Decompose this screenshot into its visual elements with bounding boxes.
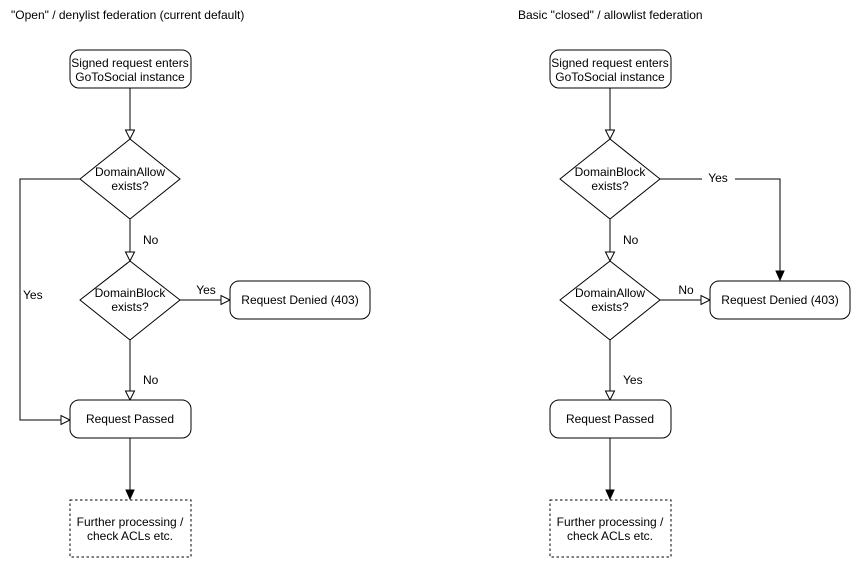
right-start-node: Signed request enters GoToSocial instanc… <box>549 49 672 89</box>
right-denied-box <box>709 280 851 320</box>
right-further-box <box>549 499 672 558</box>
left-denied-box <box>229 280 371 320</box>
right-edge-label-decision1-no: No <box>623 233 639 247</box>
right-arrowhead-open-into-passed <box>604 390 616 402</box>
right-decision1-label-line2: exists? <box>591 179 629 193</box>
right-edge-label-decision1-yes-background <box>702 172 735 185</box>
left-start-label-line1: Signed request enters <box>71 56 188 70</box>
right-decision1-label-line1: DomainBlock <box>575 165 647 179</box>
left-further-label-line2: check ACLs etc. <box>87 529 173 543</box>
left-edge-label-decision1-no: No <box>143 233 159 247</box>
left-flowchart: "Open" / denylist federation (current de… <box>11 8 371 558</box>
right-decision1-node: DomainBlock exists? <box>559 138 661 220</box>
left-passed-box <box>69 399 192 439</box>
right-decision2-node: DomainAllow exists? <box>559 260 661 341</box>
left-start-label-line2: GoToSocial instance <box>75 70 185 84</box>
right-arrowhead-open-into-decision2 <box>604 251 616 263</box>
right-arrowhead-filled-into-denied-top <box>775 270 785 282</box>
left-decision1-label-line2: exists? <box>111 179 149 193</box>
right-passed-node: Request Passed <box>549 399 672 439</box>
right-flowchart: Basic "closed" / allowlist federation No… <box>518 8 851 558</box>
right-arrowhead-filled-into-further <box>605 489 615 501</box>
left-edge-decision1-yes-branch <box>19 178 80 421</box>
right-arrowhead-open-into-denied <box>700 294 712 306</box>
right-passed-label: Request Passed <box>566 412 654 426</box>
left-edge-label-decision2-yes: Yes <box>196 283 216 297</box>
right-further-label-line1: Further processing / <box>557 515 664 529</box>
left-start-box <box>69 49 192 89</box>
right-edge-label-decision2-no: No <box>678 283 694 297</box>
right-denied-node: Request Denied (403) <box>709 280 851 320</box>
left-further-node: Further processing / check ACLs etc. <box>69 499 192 558</box>
right-further-node: Further processing / check ACLs etc. <box>549 499 672 558</box>
right-denied-label: Request Denied (403) <box>721 293 838 307</box>
right-start-box <box>549 49 672 89</box>
left-decision2-node: DomainBlock exists? <box>79 260 181 341</box>
right-start-label-line2: GoToSocial instance <box>555 70 665 84</box>
left-decision1-node: DomainAllow exists? <box>79 138 181 220</box>
right-decision2-label-line1: DomainAllow <box>575 286 645 300</box>
left-further-box <box>69 499 192 558</box>
left-start-node: Signed request enters GoToSocial instanc… <box>69 49 192 89</box>
left-arrowhead-open-into-denied <box>220 294 232 306</box>
left-arrowhead-open-into-passed-side <box>60 414 72 426</box>
right-edge-label-decision2-yes: Yes <box>623 373 643 387</box>
right-chart-title: Basic "closed" / allowlist federation <box>518 8 703 22</box>
left-arrowhead-open-into-decision1 <box>124 129 136 141</box>
right-decision2-diamond <box>559 260 661 341</box>
left-chart-title: "Open" / denylist federation (current de… <box>11 8 244 22</box>
right-arrowhead-open-into-decision1 <box>604 129 616 141</box>
left-decision2-label-line1: DomainBlock <box>95 286 167 300</box>
left-decision2-diamond <box>79 260 181 341</box>
left-passed-node: Request Passed <box>69 399 192 439</box>
left-denied-node: Request Denied (403) <box>229 280 371 320</box>
left-decision1-diamond <box>79 138 181 220</box>
right-edge-label-decision1-yes: Yes <box>708 171 728 185</box>
left-further-label-line1: Further processing / <box>77 515 184 529</box>
right-passed-box <box>549 399 672 439</box>
left-passed-label: Request Passed <box>86 412 174 426</box>
left-arrowhead-open-into-passed <box>124 390 136 402</box>
right-edge-decision1-yes-branch <box>660 178 781 271</box>
left-edge-label-decision1-yes: Yes <box>23 288 43 302</box>
right-start-label-line1: Signed request enters <box>551 56 668 70</box>
left-decision2-label-line2: exists? <box>111 300 149 314</box>
left-decision1-label-line1: DomainAllow <box>95 165 165 179</box>
left-arrowhead-open-into-decision2 <box>124 251 136 263</box>
right-decision2-label-line2: exists? <box>591 300 629 314</box>
left-arrowhead-filled-into-further <box>125 489 135 501</box>
left-denied-label: Request Denied (403) <box>241 293 358 307</box>
left-edge-label-decision2-no: No <box>143 373 159 387</box>
right-further-label-line2: check ACLs etc. <box>567 529 653 543</box>
right-decision1-diamond <box>559 138 661 220</box>
